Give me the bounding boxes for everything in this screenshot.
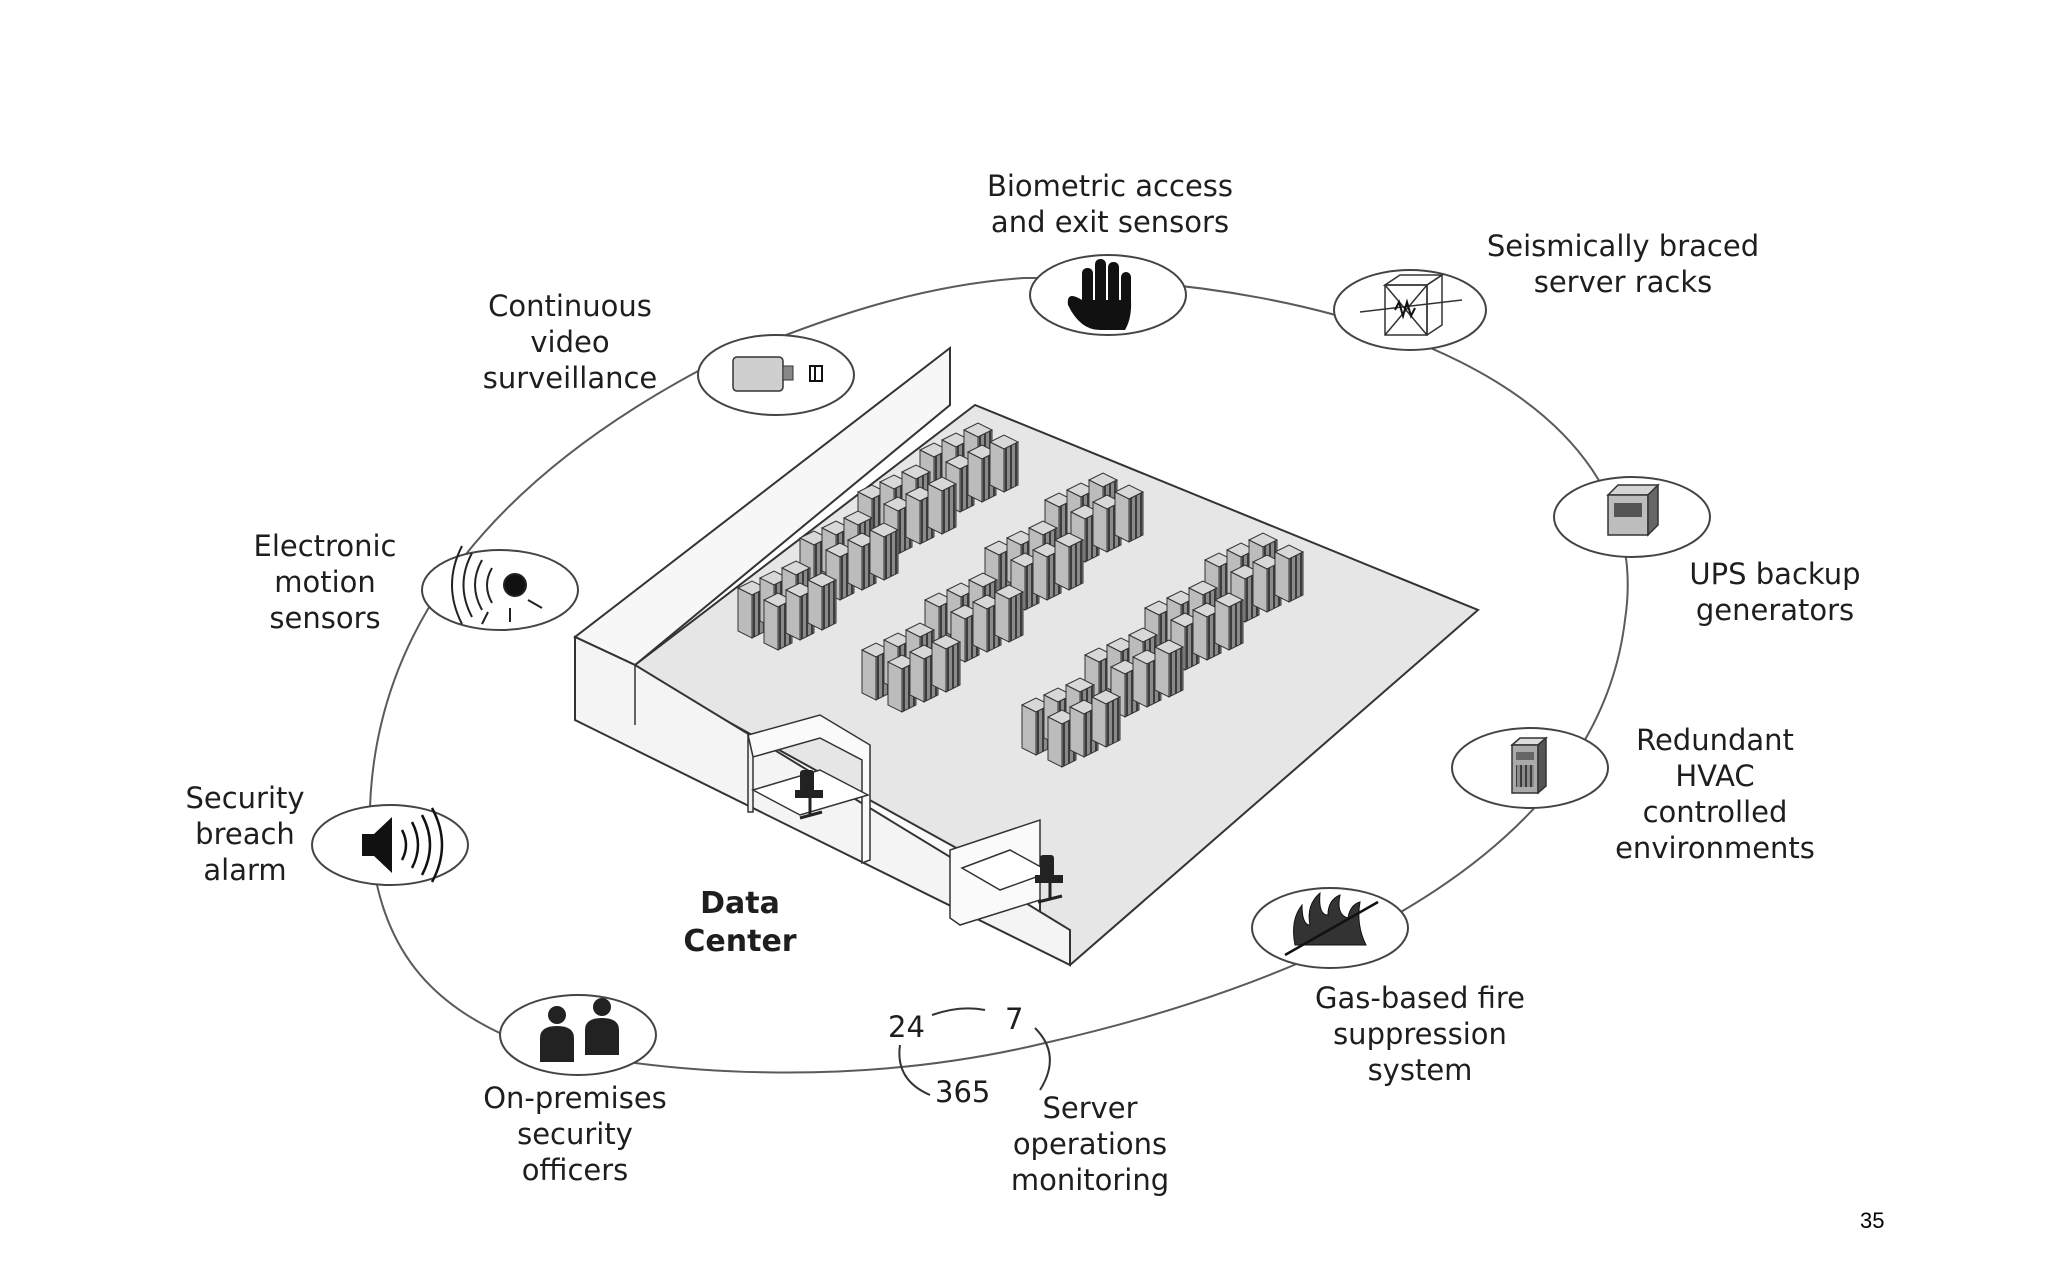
biometric-node — [1029, 254, 1187, 336]
motion-sensor-icon — [451, 545, 543, 625]
alarm-node — [311, 804, 469, 886]
ups-node — [1553, 476, 1711, 558]
fire-label: Gas-based fire suppression system — [1315, 981, 1525, 1087]
ups-label: UPS backup generators — [1689, 557, 1861, 627]
monitoring-year: 365 — [935, 1075, 991, 1109]
hand-icon — [1067, 259, 1132, 330]
braced-rack-icon — [1359, 273, 1463, 337]
motion-label: Electronic motion sensors — [253, 529, 397, 635]
office-chair-icon — [795, 770, 823, 820]
officers-label: On-premises security officers — [483, 1081, 667, 1187]
fire-icon — [1284, 891, 1379, 957]
monitoring-label: Server operations monitoring — [1010, 1091, 1170, 1197]
speaker-alarm-icon — [362, 807, 444, 883]
hvac-label: Redundant HVAC controlled environments — [1615, 723, 1815, 865]
biometric-label: Biometric access and exit sensors — [986, 169, 1234, 239]
motion-node — [421, 545, 579, 631]
hvac-node — [1451, 727, 1609, 809]
data-center-label: Data Center — [683, 886, 797, 959]
office-chair-icon — [1035, 855, 1063, 904]
ups-generator-icon — [1606, 483, 1660, 537]
officers-node — [499, 994, 657, 1076]
fire-node — [1251, 887, 1409, 969]
office-cubicle — [747, 714, 871, 865]
video-node — [697, 334, 855, 416]
seismic-node — [1333, 269, 1487, 351]
seismic-label: Seismically braced server racks — [1486, 229, 1760, 299]
monitoring-days: 7 — [1005, 1002, 1024, 1036]
video-camera-icon — [732, 356, 823, 392]
page-number: 35 — [1860, 1208, 1885, 1233]
hvac-unit-icon — [1510, 736, 1548, 795]
video-label: Continuous video surveillance — [482, 289, 658, 395]
alarm-label: Security breach alarm — [185, 781, 305, 887]
security-officers-icon — [540, 998, 619, 1062]
monitoring-hours: 24 — [888, 1010, 925, 1044]
monitoring-cycle — [898, 1007, 1051, 1096]
